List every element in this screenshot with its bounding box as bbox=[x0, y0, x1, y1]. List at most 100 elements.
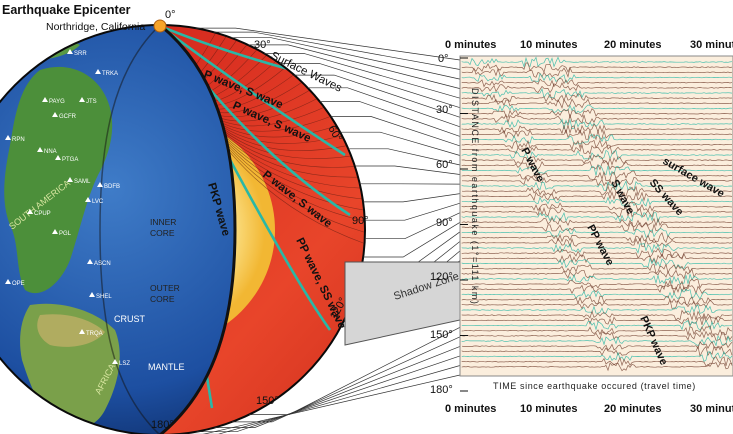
time-tick-bottom-30: 30 minutes bbox=[690, 403, 733, 415]
station-code: GCFR bbox=[59, 114, 77, 120]
station-code: PGL bbox=[59, 231, 72, 237]
angle-label-180: 180° bbox=[151, 419, 174, 431]
station-connector-line bbox=[279, 63, 461, 109]
station-connector-line bbox=[354, 165, 461, 175]
seismogram-trace bbox=[461, 87, 733, 99]
seismogram-trace bbox=[462, 176, 733, 187]
seismogram-traces bbox=[461, 56, 733, 372]
angle-label-90: 90° bbox=[352, 215, 369, 227]
seismogram-trace bbox=[461, 154, 733, 166]
station-code: SHEL bbox=[96, 294, 112, 300]
station-connector-line bbox=[232, 336, 461, 423]
seismogram-trace bbox=[461, 356, 733, 367]
station-triangle-icon bbox=[95, 69, 101, 74]
station-triangle-icon bbox=[27, 209, 33, 214]
seismogram-trace bbox=[461, 340, 733, 352]
seismogram-trace bbox=[461, 237, 733, 248]
seismogram-trace bbox=[461, 221, 733, 233]
epicenter-marker bbox=[153, 19, 167, 33]
station-connectors bbox=[178, 27, 461, 434]
seismogram-trace bbox=[461, 232, 733, 244]
seismogram-trace bbox=[461, 335, 733, 347]
seismogram-trace bbox=[461, 82, 733, 94]
time-tick-bottom-10: 10 minutes bbox=[520, 403, 577, 415]
seismogram-trace bbox=[461, 257, 733, 270]
station-connector-line bbox=[307, 87, 461, 128]
x-axis-label: TIME since earthquake occured (travel ti… bbox=[493, 381, 696, 391]
seismogram-trace bbox=[461, 159, 733, 171]
seismogram-trace bbox=[461, 129, 733, 141]
seismogram-trace bbox=[461, 362, 733, 372]
time-tick-top-0: 0 minutes bbox=[445, 39, 496, 51]
distance-tick-60: 60° bbox=[436, 159, 453, 171]
seismogram-trace bbox=[461, 319, 733, 331]
seismogram-background bbox=[459, 55, 733, 377]
station-triangle-icon bbox=[112, 359, 118, 364]
major-wave-path bbox=[160, 25, 346, 157]
outer-core-label-2: CORE bbox=[150, 294, 175, 304]
seismogram-trace bbox=[461, 56, 733, 68]
sahara-region bbox=[37, 314, 106, 347]
station-code: TRKA bbox=[102, 71, 118, 77]
station-code: ASCN bbox=[94, 261, 111, 267]
seismogram-trace bbox=[461, 191, 733, 203]
distance-tick-90: 90° bbox=[436, 217, 453, 229]
seismogram-trace bbox=[461, 227, 732, 238]
station-connector-line bbox=[319, 101, 461, 137]
station-connector-line bbox=[348, 148, 461, 166]
time-tick-bottom-20: 20 minutes bbox=[604, 403, 661, 415]
seismogram-trace bbox=[461, 201, 733, 212]
seismogram-trace bbox=[461, 196, 733, 207]
station-code: CPUP bbox=[34, 211, 51, 217]
time-tick-top-20: 20 minutes bbox=[604, 39, 661, 51]
station-triangle-icon bbox=[5, 279, 11, 284]
south-america-landmass bbox=[4, 66, 113, 294]
seismogram-trace bbox=[461, 143, 733, 155]
station-connector-line bbox=[248, 44, 461, 89]
station-triangle-icon bbox=[79, 329, 85, 334]
seismogram-trace bbox=[461, 345, 733, 358]
station-connector-line bbox=[364, 202, 461, 221]
seismogram-trace bbox=[461, 288, 733, 300]
seismogram-trace bbox=[461, 268, 733, 280]
station-connector-line bbox=[178, 365, 461, 434]
station-code: NNA bbox=[44, 149, 57, 155]
station-code: OPE bbox=[12, 281, 25, 287]
diagram-title: Earthquake Epicenter bbox=[2, 3, 131, 17]
station-triangle-icon bbox=[97, 182, 103, 187]
crust-label: CRUST bbox=[114, 314, 146, 324]
inner-core-label-1: INNER bbox=[150, 217, 176, 227]
station-connector-line bbox=[294, 74, 461, 118]
station-code: SRR bbox=[74, 51, 87, 57]
cutaway-back-edge bbox=[99, 25, 161, 434]
station-code: PTGA bbox=[62, 157, 78, 163]
station-code: TRQA bbox=[86, 331, 103, 337]
distance-tick-180: 180° bbox=[430, 384, 453, 396]
seismogram-trace bbox=[461, 108, 733, 119]
station-connector-line bbox=[363, 193, 461, 203]
seismogram-trace bbox=[461, 98, 733, 109]
time-tick-bottom-0: 0 minutes bbox=[445, 403, 496, 415]
seismogram-trace bbox=[461, 104, 733, 115]
distance-tick-150: 150° bbox=[430, 329, 453, 341]
station-code: SAML bbox=[74, 179, 91, 185]
station-code: LVC bbox=[92, 199, 104, 205]
seismogram-trace bbox=[461, 165, 733, 176]
seismogram-distance-ticks bbox=[460, 57, 468, 392]
inner-core-label-2: CORE bbox=[150, 228, 175, 238]
station-connector-line bbox=[202, 374, 461, 434]
y-axis-label: DISTANCE from earthquake (1°=111 km) bbox=[470, 88, 480, 305]
seismogram-trace bbox=[461, 295, 733, 305]
station-code: PAYG bbox=[49, 99, 65, 105]
seismogram-trace bbox=[461, 211, 733, 223]
seismogram-trace bbox=[461, 315, 733, 326]
station-connector-line bbox=[330, 116, 461, 147]
seismogram-trace bbox=[461, 263, 732, 275]
seismogram-trace bbox=[461, 273, 732, 285]
station-triangle-icon bbox=[79, 97, 85, 102]
seismogram-trace bbox=[461, 180, 733, 192]
diagram-subtitle: Northridge, California bbox=[46, 21, 145, 33]
angle-label-150: 150° bbox=[256, 395, 279, 407]
outer-core-label-1: OUTER bbox=[150, 283, 180, 293]
